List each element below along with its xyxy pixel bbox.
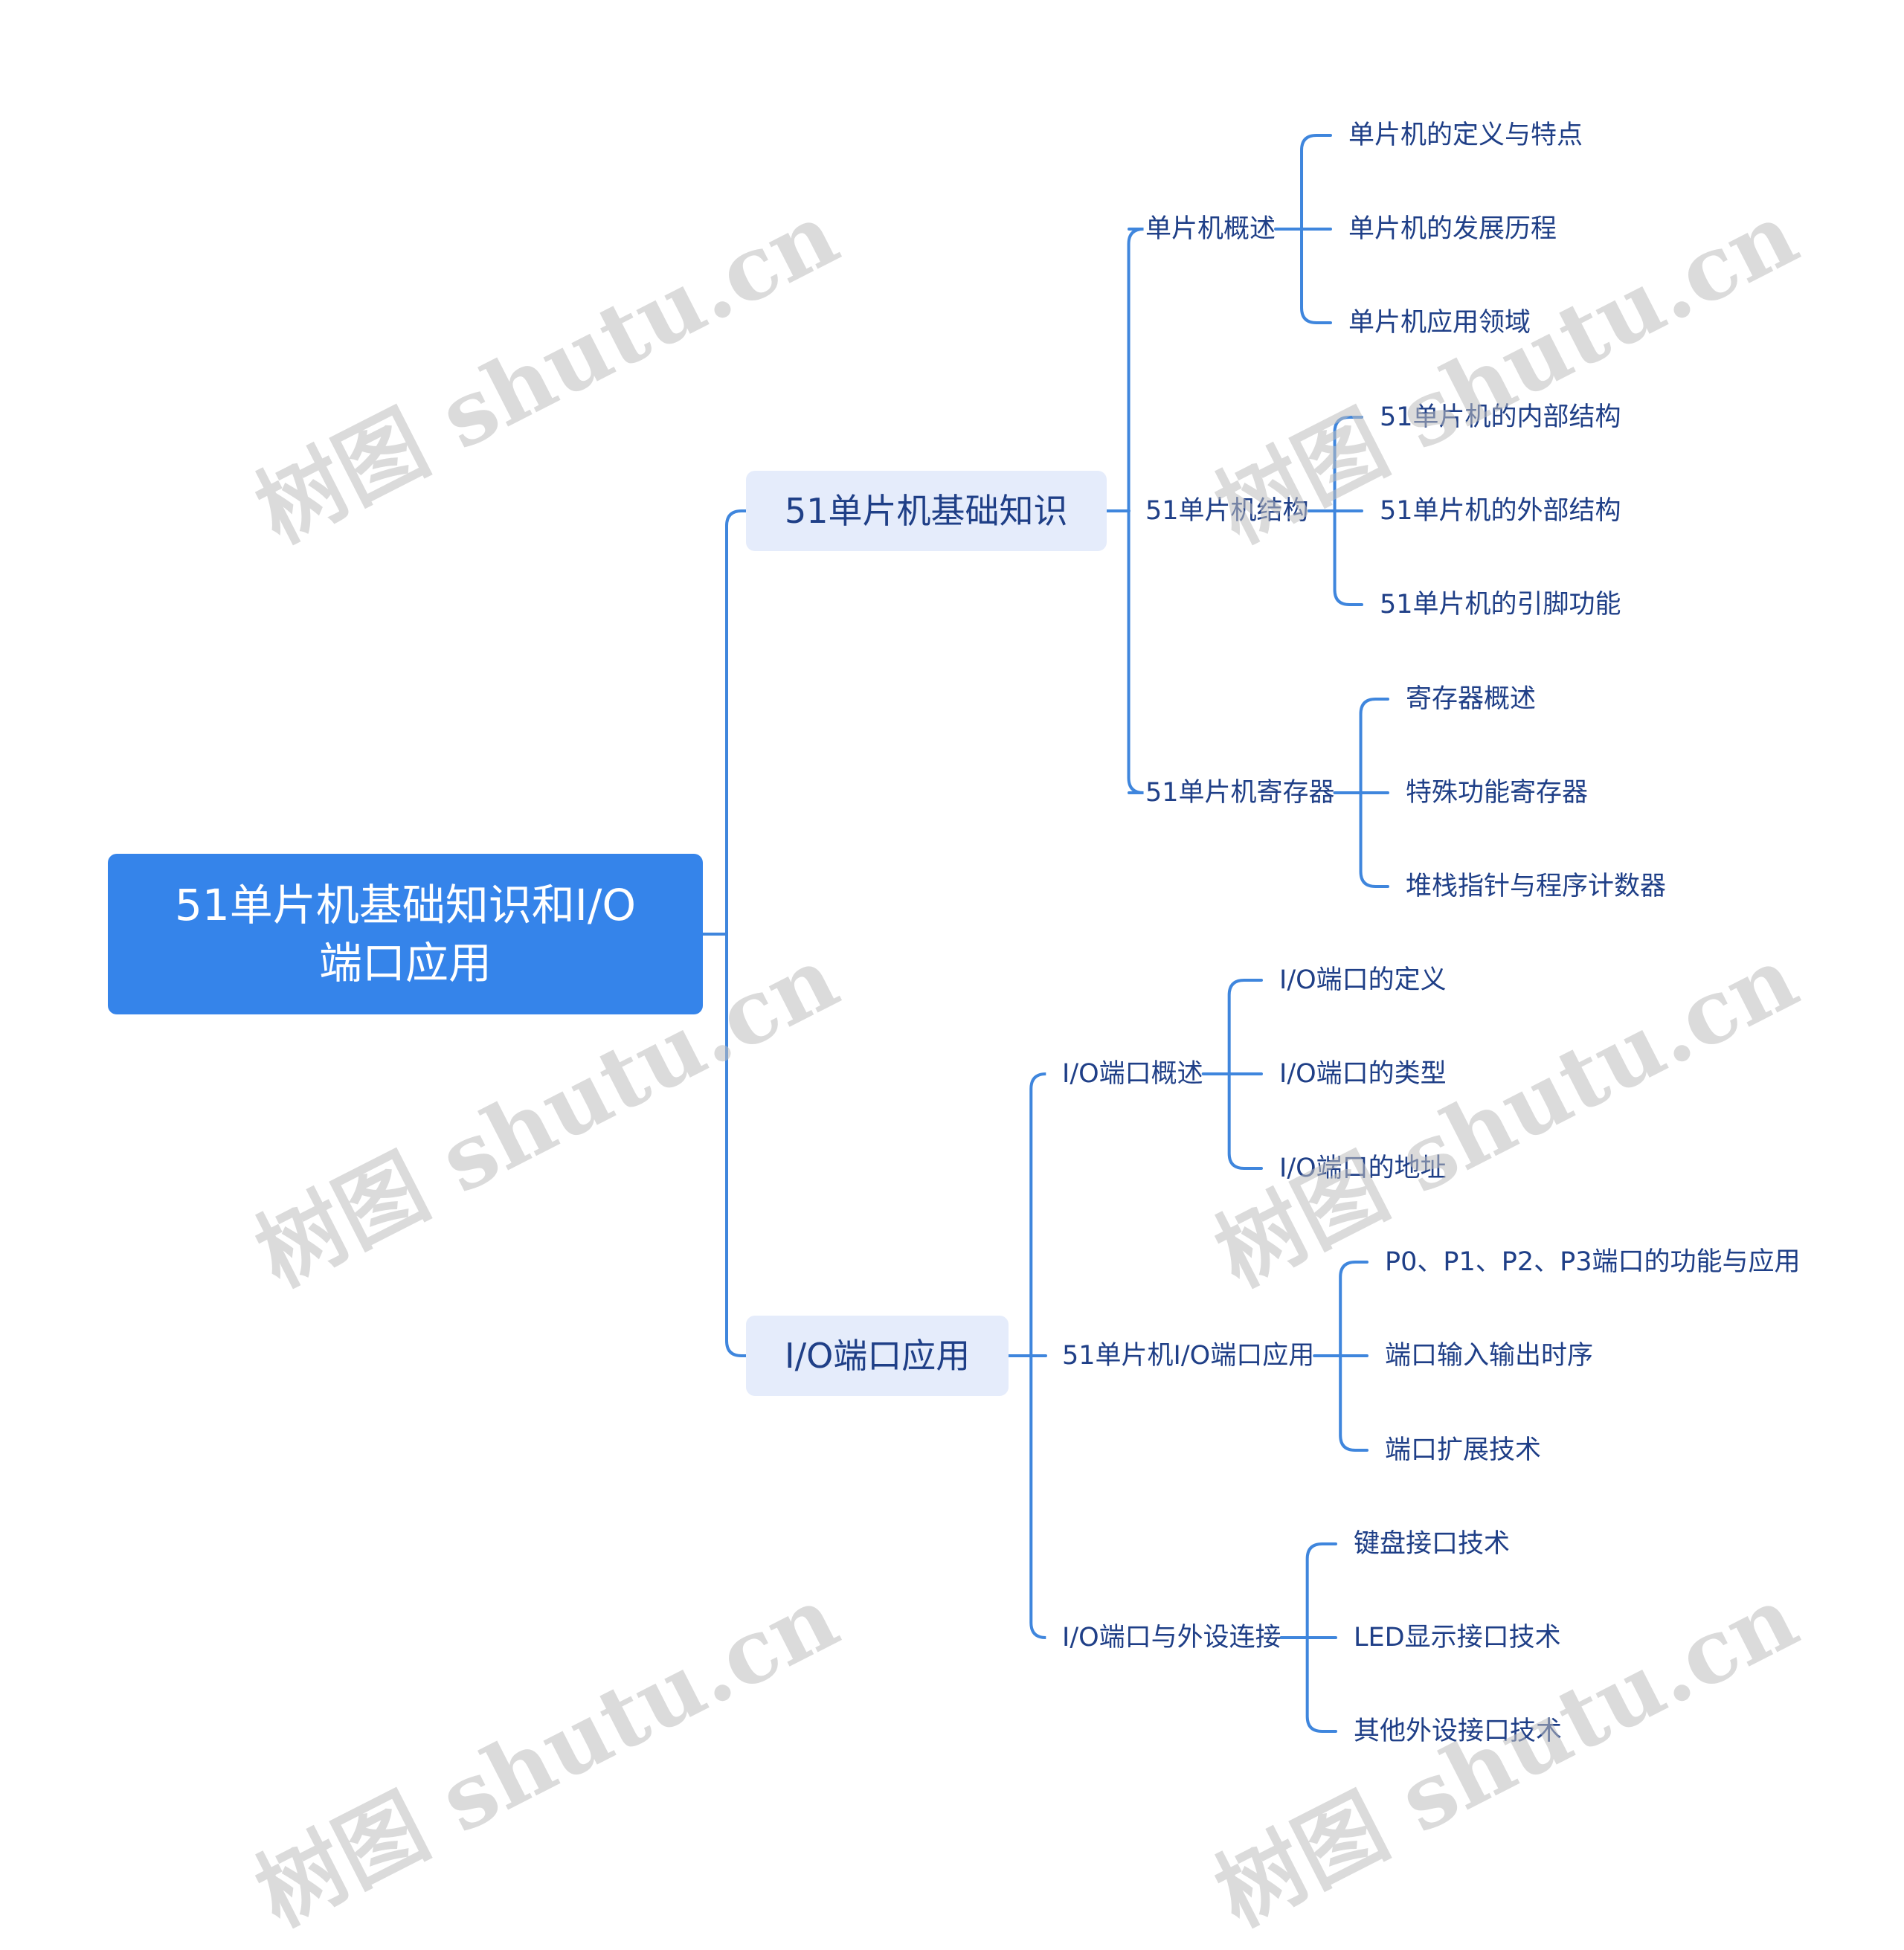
connector-path (1279, 1542, 1337, 1733)
leaf-topic[interactable]: 51单片机的外部结构 (1380, 496, 1621, 526)
leaf-topic[interactable]: 特殊功能寄存器 (1406, 778, 1589, 808)
subtopic-io-application[interactable]: 51单片机I/O端口应用 (1062, 1341, 1315, 1371)
leaf-topic[interactable]: 单片机的定义与特点 (1348, 120, 1583, 150)
leaf-topic[interactable]: 寄存器概述 (1406, 684, 1537, 714)
leaf-topic[interactable]: 端口输入输出时序 (1385, 1341, 1594, 1371)
leaf-topic[interactable]: 键盘接口技术 (1354, 1529, 1511, 1559)
root-topic-line2: 端口应用 (318, 938, 492, 988)
subtopic-registers[interactable]: 51单片机寄存器 (1145, 778, 1335, 808)
leaf-topic[interactable]: P0、P1、P2、P3端口的功能与应用 (1385, 1247, 1801, 1277)
connector-lines (701, 134, 1389, 1733)
subtopic-structure[interactable]: 51单片机结构 (1145, 496, 1309, 526)
branch-topic-io[interactable]: I/O端口应用 (746, 1316, 1009, 1396)
leaf-topic[interactable]: 端口扩展技术 (1385, 1435, 1542, 1465)
leaf-topic[interactable]: I/O端口的类型 (1279, 1059, 1447, 1089)
root-topic[interactable]: 51单片机基础知识和I/O 端口应用 (108, 854, 703, 1014)
leaf-topic[interactable]: LED显示接口技术 (1354, 1623, 1561, 1653)
subtopic-io-peripherals[interactable]: I/O端口与外设连接 (1062, 1623, 1281, 1653)
branch-topic-basics[interactable]: 51单片机基础知识 (746, 471, 1107, 551)
connector-path (1274, 134, 1332, 324)
connector-path (1201, 979, 1263, 1170)
leaf-topic[interactable]: I/O端口的地址 (1279, 1153, 1447, 1183)
leaf-topic[interactable]: 单片机的发展历程 (1348, 214, 1557, 244)
leaf-topic[interactable]: 51单片机的引脚功能 (1380, 590, 1621, 620)
subtopic-overview[interactable]: 单片机概述 (1145, 214, 1276, 244)
connector-path (1333, 698, 1389, 888)
leaf-topic[interactable]: 其他外设接口技术 (1354, 1716, 1563, 1746)
connector-path (1307, 416, 1363, 606)
connector-path (1313, 1261, 1368, 1452)
connector-path (1104, 228, 1144, 794)
leaf-topic[interactable]: 单片机应用领域 (1348, 308, 1531, 338)
leaf-topic[interactable]: I/O端口的定义 (1279, 965, 1447, 995)
root-topic-line1: 51单片机基础知识和I/O (174, 880, 637, 930)
leaf-topic[interactable]: 51单片机的内部结构 (1380, 402, 1621, 432)
connector-path (1007, 1072, 1047, 1639)
leaf-topic[interactable]: 堆栈指针与程序计数器 (1406, 872, 1667, 901)
connector-path (701, 509, 747, 1357)
subtopic-io-overview[interactable]: I/O端口概述 (1062, 1059, 1203, 1089)
